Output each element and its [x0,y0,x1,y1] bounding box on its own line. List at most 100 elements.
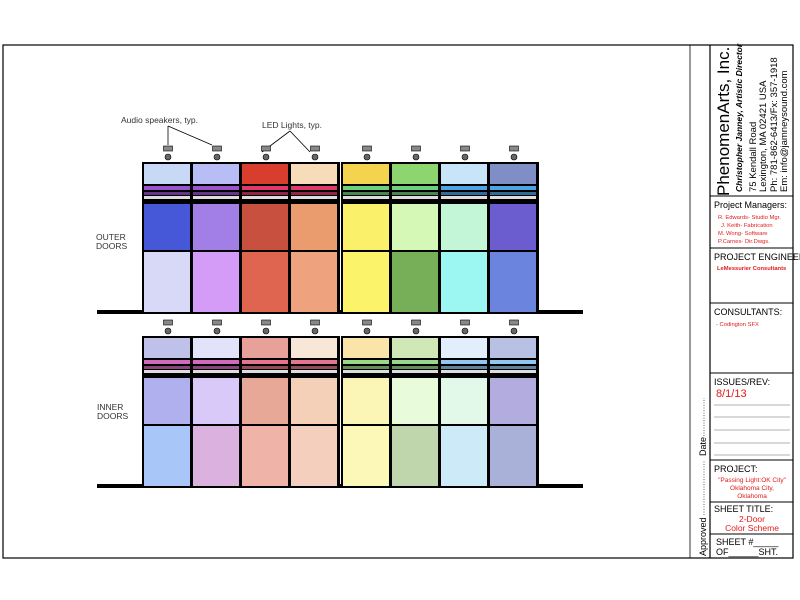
outer-speaker-5 [362,145,372,152]
inner-door-7-lower-panel [441,426,487,486]
outer-door-2-lower-panel [193,252,239,312]
date-label: Date [698,437,708,456]
outer-door-3-top-panel [242,164,288,184]
outer-door-6-led-band [392,186,438,190]
inner-door-8-top-panel [490,338,536,358]
outer-door-6-lower-panel [392,252,438,312]
inner-door-2-gap [193,370,239,373]
inner-led-light-8 [510,327,518,335]
address-line-2: Lexington, MA 02421 USA [758,80,769,192]
outer-door-4-gap [291,196,337,199]
outer-door-4-upper-panel [291,204,337,250]
outer-door-1-led-band-lower [144,192,190,195]
inner-door-4-upper-panel [291,378,337,424]
outer-led-light-6 [412,153,420,161]
inner-door-6-upper-panel [392,378,438,424]
outer-door-3-upper-panel [242,204,288,250]
outer-door-5-led-band [343,186,389,190]
pm-line-2: J. Keith- Fabrication [721,223,773,229]
inner-door-4-led-band-lower [291,366,337,369]
project-line-3: Oklahoma [737,493,767,500]
inner-door-7-upper-panel [441,378,487,424]
outer-speaker-1 [163,145,173,152]
outer-led-light-8 [510,153,518,161]
outer-door-5-lower-panel [343,252,389,312]
outer-speaker-8 [509,145,519,152]
audio-speakers-annotation: Audio speakers, typ. [121,115,198,125]
inner-door-6-led-band-lower [392,366,438,369]
outer-door-2-top-panel [193,164,239,184]
inner-led-light-7 [461,327,469,335]
outer-door-7-gap [441,196,487,199]
led-lights-annotation: LED Lights, typ. [262,120,322,130]
address-line-1: 75 Kendall Road [748,122,759,192]
pm-line-1: R. Edwards- Studio Mgr. [718,215,781,221]
issue-lines [714,404,790,456]
inner-doors-label-line2: DOORS [97,411,129,421]
outer-door-3-led-band-lower [242,192,288,195]
inner-speaker-3 [261,319,271,326]
project-heading: PROJECT: [714,464,758,474]
inner-door-7-led-band-lower [441,366,487,369]
inner-led-light-6 [412,327,420,335]
outer-led-light-7 [461,153,469,161]
outer-door-2-led-band [193,186,239,190]
sheet-title-line-2: Color Scheme [725,523,779,533]
outer-door-4-lower-panel [291,252,337,312]
inner-door-3-upper-panel [242,378,288,424]
outer-door-6-top-panel [392,164,438,184]
outer-door-6-led-band-lower [392,192,438,195]
outer-speaker-3 [261,145,271,152]
sheet-title-line-1: 2-Door [739,514,765,524]
outer-door-2-led-band-lower [193,192,239,195]
outer-door-8-led-band [490,186,536,190]
outer-door-1-lower-panel [144,252,190,312]
outer-speaker-7 [460,145,470,152]
outer-door-8-lower-panel [490,252,536,312]
inner-door-1-gap [144,370,190,373]
inner-door-7-led-band [441,360,487,364]
outer-door-bank [142,145,539,312]
consultants-heading: CONSULTANTS: [714,307,782,317]
inner-door-1-upper-panel [144,378,190,424]
outer-led-light-3 [262,153,270,161]
project-managers-heading: Project Managers: [714,200,787,210]
artistic-director: Christopher Janney, Artistic Director [734,43,744,192]
inner-door-1-led-band [144,360,190,364]
inner-door-6-top-panel [392,338,438,358]
outer-door-8-upper-panel [490,204,536,250]
inner-door-5-top-panel [343,338,389,358]
outer-door-3-led-band [242,186,288,190]
sheet-title-heading: SHEET TITLE: [714,504,773,514]
inner-door-bank [142,319,539,486]
inner-speaker-1 [163,319,173,326]
outer-door-4-led-band [291,186,337,190]
outer-door-3-gap [242,196,288,199]
inner-door-5-led-band-lower [343,366,389,369]
inner-door-2-top-panel [193,338,239,358]
outer-door-6-upper-panel [392,204,438,250]
inner-door-3-lower-panel [242,426,288,486]
inner-door-3-led-band [242,360,288,364]
outer-door-5-top-panel [343,164,389,184]
inner-door-3-gap [242,370,288,373]
inner-door-7-gap [441,370,487,373]
sheet-number: SHEET #_____ [716,537,779,547]
sheet-of: OF______SHT. [716,547,778,557]
outer-door-7-top-panel [441,164,487,184]
inner-led-light-4 [311,327,319,335]
pm-line-4: P.Carnes- Dir.Dwgs. [718,239,770,245]
inner-doors-label-line1: INNER [97,402,123,412]
outer-door-2-upper-panel [193,204,239,250]
inner-door-1-top-panel [144,338,190,358]
inner-led-light-2 [213,327,221,335]
inner-door-4-top-panel [291,338,337,358]
inner-door-3-top-panel [242,338,288,358]
outer-door-2-gap [193,196,239,199]
outer-speaker-4 [310,145,320,152]
issues-heading: ISSUES/REV: [714,377,770,387]
outer-door-6-gap [392,196,438,199]
inner-door-4-gap [291,370,337,373]
outer-door-8-gap [490,196,536,199]
phone-fax: Ph: 781-862-6413/Fx: 357-1918 [769,57,780,192]
